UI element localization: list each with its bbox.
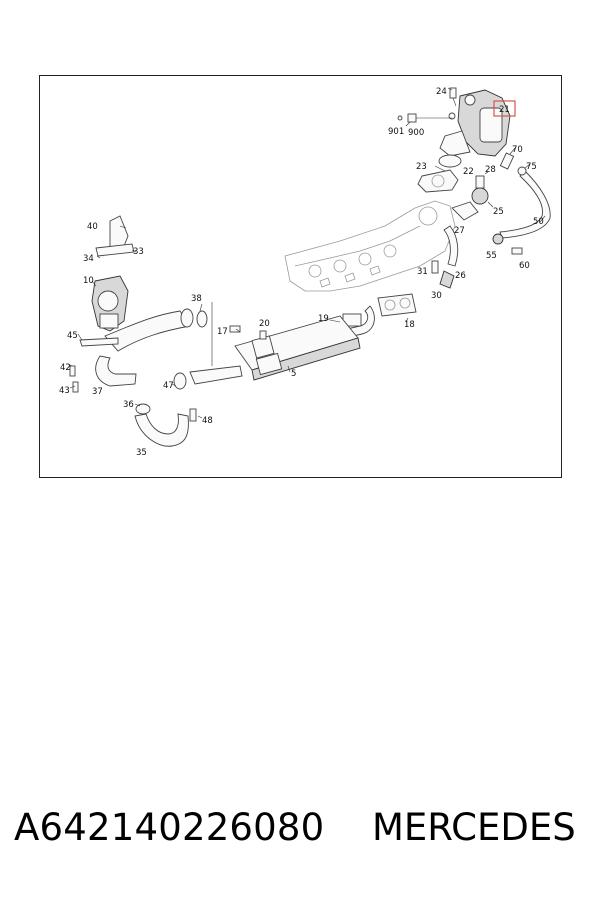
callout-23[interactable]: 23: [416, 162, 427, 172]
callout-5[interactable]: 5: [291, 369, 296, 379]
exploded-view-drawing: 24 21 901 900 70 23 22 28 75 25 50 27 40…: [59, 87, 551, 458]
callout-70[interactable]: 70: [512, 145, 523, 155]
pipe-37: [95, 355, 137, 387]
bolt-24: [449, 87, 457, 107]
sensor-26: [431, 260, 455, 289]
leader-lines: [67, 87, 546, 419]
seal-36: [135, 403, 151, 415]
callout-labels: 24 21 901 900 70 23 22 28 75 25 50 27 40…: [59, 87, 544, 458]
callout-10[interactable]: 10: [83, 276, 94, 286]
gasket-22: [438, 154, 462, 168]
callout-26[interactable]: 26: [455, 271, 466, 281]
callout-21[interactable]: 21: [499, 105, 510, 115]
callout-34[interactable]: 34: [83, 254, 94, 264]
clip-75: [517, 166, 527, 176]
gasket-23: [417, 169, 459, 193]
callout-36[interactable]: 36: [123, 400, 134, 410]
callout-60[interactable]: 60: [519, 261, 530, 271]
part-number-caption: A642140226080: [14, 806, 325, 849]
callout-33[interactable]: 33: [133, 247, 144, 257]
callout-901[interactable]: 901: [388, 127, 404, 137]
callout-40[interactable]: 40: [87, 222, 98, 232]
callout-17[interactable]: 17: [217, 327, 228, 337]
callout-22[interactable]: 22: [463, 167, 474, 177]
callout-75[interactable]: 75: [526, 162, 537, 172]
callout-45[interactable]: 45: [67, 331, 78, 341]
brand-caption: MERCEDES: [372, 806, 576, 849]
callout-50[interactable]: 50: [533, 217, 544, 227]
callout-48[interactable]: 48: [202, 416, 213, 426]
valve-assembly-10[interactable]: [91, 215, 135, 332]
clamp-55: [492, 233, 523, 255]
callout-19[interactable]: 19: [318, 314, 329, 324]
callout-38[interactable]: 38: [191, 294, 202, 304]
bolts-42-43: [69, 337, 119, 393]
clamp-38: [180, 308, 194, 328]
parts-diagram: 24 21 901 900 70 23 22 28 75 25 50 27 40…: [39, 75, 562, 478]
callout-30[interactable]: 30: [431, 291, 442, 301]
seal-38: [196, 310, 208, 328]
connector-25: [451, 175, 489, 221]
callout-900[interactable]: 900: [408, 128, 424, 138]
callout-55[interactable]: 55: [486, 251, 497, 261]
bolt-48: [189, 408, 197, 422]
egr-cooler-5[interactable]: [234, 315, 361, 381]
pipe-47: [189, 365, 243, 385]
pipe-27: [443, 225, 459, 267]
callout-42[interactable]: 42: [60, 363, 71, 373]
bolt-17: [229, 325, 267, 340]
pipe-70: [499, 152, 515, 170]
callout-47[interactable]: 47: [163, 381, 174, 391]
callout-43[interactable]: 43: [59, 386, 70, 396]
callout-28[interactable]: 28: [485, 165, 496, 175]
egr-valve-21[interactable]: [439, 89, 511, 157]
bracket-40: [109, 215, 129, 252]
callout-35[interactable]: 35: [136, 448, 147, 458]
callout-25[interactable]: 25: [493, 207, 504, 217]
gasket-18: [377, 293, 417, 317]
callout-37[interactable]: 37: [92, 387, 103, 397]
callout-27[interactable]: 27: [454, 226, 465, 236]
hose-50: [499, 170, 551, 239]
sensor-900: [397, 113, 452, 123]
callout-21-highlight[interactable]: [493, 100, 516, 117]
callout-31[interactable]: 31: [417, 267, 428, 277]
callout-20[interactable]: 20: [259, 319, 270, 329]
gasket-33: [95, 243, 135, 257]
callout-24[interactable]: 24: [436, 87, 447, 97]
callout-18[interactable]: 18: [404, 320, 415, 330]
pipe-35: [134, 413, 189, 447]
intake-manifold-outline: [284, 200, 456, 292]
seal-47: [173, 372, 187, 390]
